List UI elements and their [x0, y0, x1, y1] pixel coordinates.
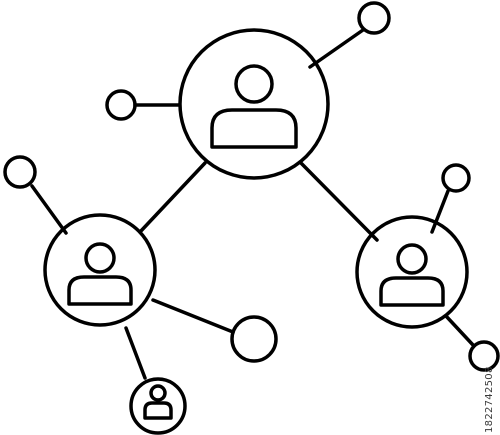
- small-node-top-left: [105, 89, 137, 121]
- user-node-right: [355, 215, 469, 329]
- user-body-icon: [67, 275, 133, 306]
- connector-right-to-bottomsmall: [444, 314, 475, 347]
- connector-right-to-topsmall: [430, 189, 450, 234]
- user-head-icon: [234, 64, 274, 104]
- connector-top-to-right: [298, 160, 379, 242]
- user-body-icon: [210, 108, 298, 149]
- small-node-top-right: [357, 1, 391, 35]
- user-head-icon: [149, 384, 167, 402]
- user-head-icon: [396, 243, 428, 275]
- user-node-small: [129, 377, 187, 435]
- user-node-left: [43, 213, 157, 327]
- connector-top-to-topright: [308, 28, 365, 69]
- medium-node-bottom: [230, 315, 278, 363]
- connector-left-to-farleft: [30, 184, 68, 235]
- connector-left-to-bottomsmall: [124, 326, 147, 380]
- user-head-icon: [84, 242, 116, 274]
- user-body-icon: [379, 276, 445, 307]
- small-node-right-top: [441, 163, 471, 193]
- user-node-main: [178, 28, 330, 180]
- stock-id-label: 1822742508: [484, 366, 495, 433]
- connector-top-to-left: [138, 161, 207, 234]
- small-node-far-left: [3, 155, 37, 189]
- user-body-icon: [143, 401, 173, 420]
- connector-left-to-bottomright: [151, 298, 235, 334]
- small-node-right-bottom: [468, 340, 500, 372]
